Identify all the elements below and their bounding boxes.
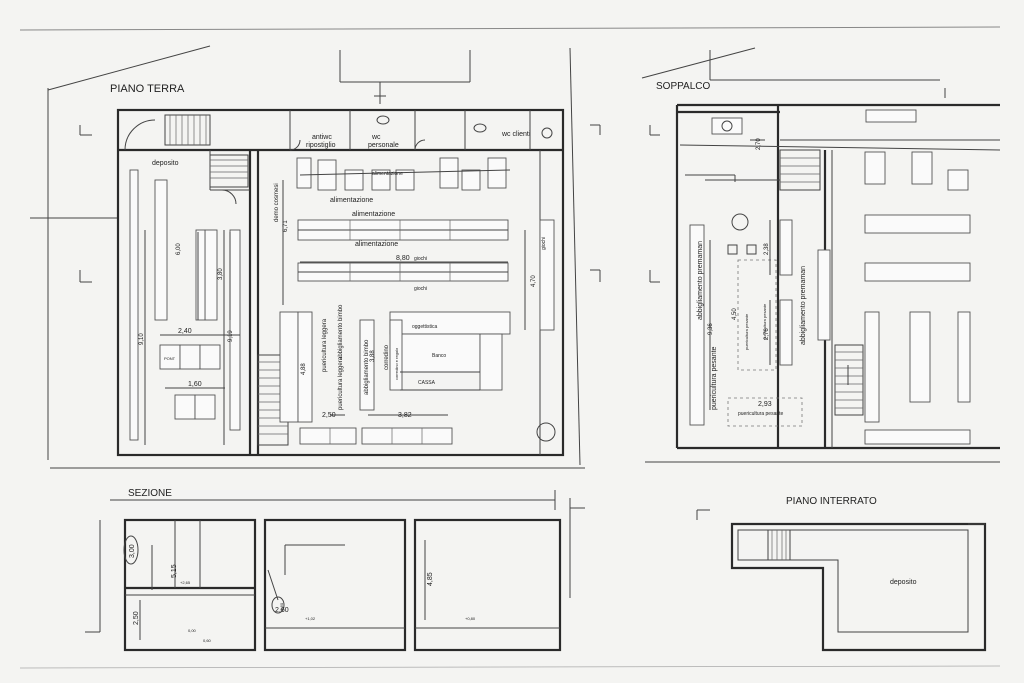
label-personale: personale — [368, 142, 399, 149]
alimentazione-gondola — [297, 219, 509, 241]
dim-4-70: 4,70 — [531, 275, 537, 287]
stairs-entry — [209, 154, 249, 188]
dim-2-93: 2,93 — [758, 401, 772, 408]
label-wc: wc — [371, 134, 381, 141]
label-demo-cosmesi: demo cosmesi — [274, 183, 280, 222]
mezzanine-stairs-top — [779, 149, 821, 191]
label-alimentazione-1: alimentazione — [372, 171, 403, 177]
label-basement-deposito: deposito — [890, 579, 917, 586]
dim-1-60: 1,60 — [188, 381, 202, 388]
giochi-gondola — [297, 262, 509, 282]
level-3: +1,02 — [305, 616, 316, 621]
dim-9-36: 9,36 — [708, 323, 714, 335]
dim-section-2-50: 2,50 — [133, 611, 140, 625]
label-abbigliamento-bimbo-2: abbigliamento bimbo — [364, 339, 370, 395]
label-alimentazione-3: alimentazione — [352, 211, 395, 218]
label-puericultura-pesante-3: puericultura pesante — [762, 303, 767, 340]
ground-dimension-lines — [144, 180, 526, 445]
dim-3-80: 3,80 — [218, 268, 224, 280]
deposito-boxes: PONT — [159, 344, 221, 420]
level-4: +0,80 — [465, 616, 476, 621]
label-banco: Banco — [432, 353, 446, 359]
dim-6-00: 6,00 — [176, 243, 182, 255]
dim-2-38: 2,38 — [764, 243, 770, 255]
mezzanine-stairs-bottom — [834, 344, 864, 416]
label-alimentazione-2: alimentazione — [330, 197, 373, 204]
mezzanine-plan: abbigliamento premaman abbigliamento pre… — [641, 47, 1001, 463]
section-drawing: 3,00 5,15 4,85 2,50 2,60 +2,65 0,00 +1,0… — [85, 490, 585, 652]
label-abbigliamento-bimbo-1: abbigliamento bimbo — [338, 304, 344, 360]
dim-section-5-15: 5,15 — [171, 564, 178, 578]
wall-shelf-right — [539, 219, 555, 331]
mezzanine-desk — [711, 117, 743, 135]
dim-section-4-85: 4,85 — [427, 572, 434, 586]
top-display-units — [296, 157, 511, 191]
mezzanine-right-furniture — [864, 109, 971, 445]
box-label: PONT — [164, 356, 176, 361]
basement-plan: deposito — [696, 509, 987, 652]
label-corredino-regalo: corredino e regalo — [394, 347, 399, 380]
sheet-frame — [19, 26, 1001, 669]
stairs-top-left — [164, 114, 211, 146]
dim-9-19: 9,19 — [228, 330, 234, 342]
label-cassa: CASSA — [418, 380, 436, 386]
level-5: -2,60 — [279, 602, 284, 612]
label-wc-clienti: wc clienti — [501, 131, 531, 138]
dim-3-88: 3,88 — [370, 350, 376, 362]
level-1: +2,65 — [180, 580, 191, 585]
dim-2-70: 2,70 — [756, 138, 762, 150]
dim-section-2-60: 2,60 — [275, 607, 289, 614]
mezzanine-displays — [689, 213, 831, 427]
dim-4-88: 4,88 — [301, 363, 307, 375]
left-vertical-displays — [279, 311, 375, 423]
label-giochi-1: giochi — [414, 256, 427, 262]
title-sezione: SEZIONE — [128, 488, 172, 499]
deposito-shelving — [129, 169, 241, 441]
label-oggettistica: oggettistica — [412, 324, 438, 330]
dim-2-50: 2,50 — [322, 412, 336, 419]
label-puericultura-pesante-4: puericultura pesante — [738, 411, 784, 417]
label-puericultura-leggera-2: puericultura leggera — [338, 356, 344, 410]
label-puericultura-pesante-1: puericultura pesante — [711, 346, 718, 410]
dim-3-82: 3,82 — [398, 412, 412, 419]
level-6: 0,60 — [203, 638, 212, 643]
label-corredino: corredino — [384, 344, 390, 370]
label-giochi-2: giochi — [414, 286, 427, 292]
dim-9-10: 9,10 — [139, 333, 145, 345]
title-soppalco: SOPPALCO — [656, 81, 710, 92]
label-giochi-3: giochi — [541, 237, 547, 250]
label-abbigliamento-premaman-1: abbigliamento premaman — [697, 241, 704, 320]
level-2: 0,00 — [188, 628, 197, 633]
label-puericultura-leggera-1: puericultura leggera — [322, 318, 328, 372]
title-piano-interrato: PIANO INTERRATO — [786, 496, 877, 507]
bottom-shelving — [299, 422, 556, 445]
cassa-counter — [389, 311, 511, 391]
label-abbigliamento-premaman-2: abbigliamento premaman — [800, 266, 807, 345]
ground-floor-plan: PONT — [30, 45, 601, 469]
dim-4-50: 4,50 — [732, 308, 738, 320]
dim-section-3-00: 3,00 — [129, 544, 136, 558]
label-antiwc: antiwc — [312, 134, 332, 141]
dim-2-76: 2,76 — [764, 328, 770, 340]
dim-6-71: 6,71 — [283, 220, 289, 232]
label-ripostiglio: ripostiglio — [306, 142, 336, 149]
label-alimentazione-4: alimentazione — [355, 241, 398, 248]
title-piano-terra: PIANO TERRA — [110, 83, 185, 95]
dim-2-40: 2,40 — [178, 328, 192, 335]
label-deposito: deposito — [152, 160, 179, 167]
dim-8-80: 8,80 — [396, 255, 410, 262]
label-puericultura-pesante-2: puericultura pesante — [744, 313, 749, 350]
